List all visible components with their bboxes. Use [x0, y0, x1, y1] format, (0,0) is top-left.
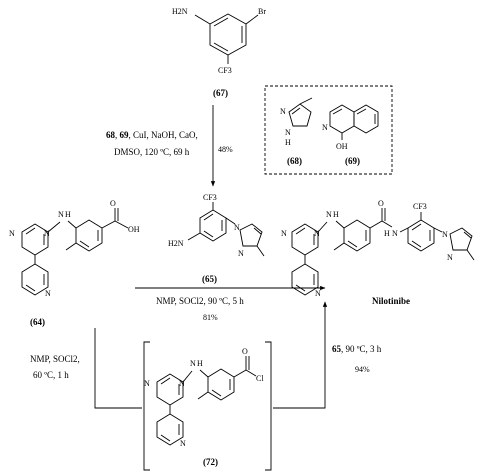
c65-imid-n2: N: [238, 249, 244, 258]
nilo-cf3: CF3: [413, 202, 427, 211]
c69-n-ring: N: [322, 123, 328, 132]
c64-hydroxyl: OH: [128, 225, 140, 234]
step4-conditions: 65, 90 ºC, 3 h 94%: [332, 344, 382, 374]
c72-nh-h: H: [197, 359, 203, 368]
c72-pyridine-n: N: [180, 439, 186, 448]
nilo-nh-h: H: [333, 210, 339, 219]
c64-nh-n: N: [58, 210, 64, 219]
step1-conditions-line2: DMSO, 120 ºC, 69 h: [114, 147, 190, 157]
nilotinib-label: Nilotinibe: [372, 296, 410, 306]
nilotinib-structure: N N N H O N H CF3 N N: [281, 199, 475, 298]
nilo-amide-h: H: [384, 229, 390, 238]
step1-reagent-69: 69: [120, 130, 130, 140]
step2-conditions: NMP, SOCl2, 90 ºC, 5 h: [156, 296, 244, 306]
c72-pyrimidine-n2: N: [179, 379, 185, 388]
compound-64-label: (64): [30, 317, 45, 327]
c64-pyrimidine-n2: N: [44, 229, 50, 238]
step3-line1: NMP, SOCl2,: [30, 354, 80, 364]
c65-amine: H2N: [168, 239, 184, 248]
bracket-right: [265, 341, 272, 471]
c67-bromo: Br: [258, 7, 266, 16]
step1-reagents-rest: , CuI, NaOH, CaO,: [129, 130, 198, 140]
c64-carbonyl-o: O: [110, 199, 116, 208]
step3-conditions: NMP, SOCl2, 60 ºC, 1 h: [30, 354, 80, 380]
nilo-carbonyl-o: O: [378, 199, 384, 208]
svg-text:65, 90 ºC, 3 h: 65, 90 ºC, 3 h: [332, 344, 382, 354]
compound-68-label: (68): [287, 156, 302, 166]
compound-65-label: (65): [202, 274, 217, 284]
nilo-pyrimidine-n2: N: [314, 229, 320, 238]
c65-cf3: CF3: [203, 193, 217, 202]
route-line-right: [273, 301, 328, 409]
bracket-left: [143, 341, 150, 471]
nilo-pyridine-n: N: [315, 289, 321, 298]
c67-cf3: CF3: [218, 66, 232, 75]
step1-reagent-68: 68: [106, 130, 116, 140]
nilo-pyrimidine-n1: N: [281, 229, 287, 238]
c64-pyrimidine-n1: N: [9, 229, 15, 238]
nilo-imid-n2: N: [447, 253, 453, 262]
compound-64-structure: N N N H O OH N: [9, 199, 140, 298]
nilo-imid-n1: N: [442, 230, 448, 239]
step2-yield: 81%: [203, 313, 218, 322]
step4-rest: , 90 ºC, 3 h: [341, 344, 382, 354]
c68-n-imine: N: [280, 107, 286, 116]
c72-nh-n: N: [190, 359, 196, 368]
nilo-amide-n: N: [392, 229, 398, 238]
c68-h: H: [285, 138, 291, 147]
step4-yield: 94%: [355, 365, 370, 374]
step1-yield: 48%: [218, 145, 233, 154]
c68-n-h: N: [285, 128, 291, 137]
compound-72-structure: N N N H O Cl N: [144, 347, 264, 448]
c67-amine: H2N: [172, 7, 188, 16]
catalyst-box: [264, 85, 393, 175]
svg-text:68, 69, CuI, NaOH, CaO,: 68, 69, CuI, NaOH, CaO,: [106, 130, 198, 140]
compound-65-structure: CF3 H2N N N: [168, 193, 265, 258]
nilo-nh-n: N: [326, 210, 332, 219]
c64-pyridine-n: N: [45, 289, 51, 298]
c72-carbonyl-o: O: [242, 347, 248, 356]
step3-line2: 60 ºC, 1 h: [33, 370, 69, 380]
compound-67-label: (67): [213, 88, 228, 98]
c72-pyrimidine-n1: N: [144, 379, 150, 388]
compound-72-label: (72): [203, 457, 218, 467]
compound-69-label: (69): [345, 156, 360, 166]
c65-imid-n1: N: [234, 223, 240, 232]
step1-sep: ,: [115, 130, 120, 140]
route-line-left: [94, 328, 142, 409]
c72-chloride: Cl: [256, 374, 264, 383]
compound-68-structure: N N H: [280, 97, 313, 147]
step1-conditions: 68, 69, CuI, NaOH, CaO, DMSO, 120 ºC, 69…: [106, 130, 233, 157]
c64-nh-h: H: [65, 210, 71, 219]
compound-69-structure: N OH: [322, 104, 379, 151]
compound-67-structure: H2N Br CF3: [172, 7, 266, 75]
c69-hydroxyl: OH: [336, 142, 348, 151]
step4-reagent-65: 65: [332, 344, 342, 354]
